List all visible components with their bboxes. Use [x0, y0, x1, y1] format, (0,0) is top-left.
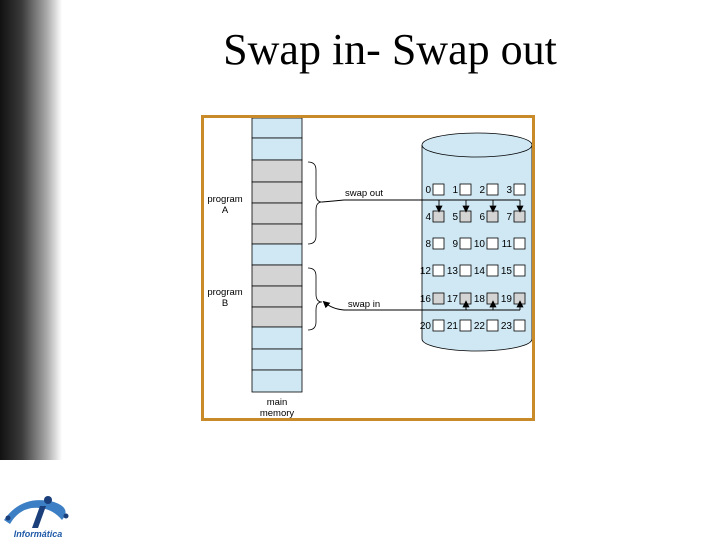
swap-out-line [321, 199, 520, 203]
disk-block [459, 292, 472, 305]
disk-block-number: 12 [420, 266, 432, 277]
program-a-label-line2: A [222, 205, 229, 216]
disk-block-number: 8 [425, 239, 431, 250]
disk-block-number: 21 [447, 321, 459, 332]
disk-block-number: 3 [506, 185, 512, 196]
disk-block [459, 319, 472, 332]
disk-block [459, 210, 472, 223]
swap-out-label: swap out [345, 188, 383, 199]
swap-diagram: program A program B main memory swap out… [207, 118, 532, 418]
disk-block-number: 22 [474, 321, 486, 332]
disk-block [513, 183, 526, 196]
disk-block-number: 7 [506, 212, 512, 223]
disk-block-number: 17 [447, 294, 459, 305]
disk-block [486, 210, 499, 223]
disk-block [486, 319, 499, 332]
logo-dot-right [63, 513, 69, 519]
disk-top [421, 132, 532, 158]
disk-block [432, 319, 445, 332]
logo-swoosh [4, 500, 66, 524]
swap-in-line [322, 300, 520, 311]
swap-in-label: swap in [348, 299, 380, 310]
disk-block-number: 16 [420, 294, 432, 305]
disk-block-number: 18 [474, 294, 486, 305]
disk-block [486, 292, 499, 305]
logo-i-dot [44, 496, 52, 504]
disk-block [486, 237, 499, 250]
main-memory-label-line2: memory [260, 408, 295, 418]
disk-block [432, 237, 445, 250]
logo-i-stroke [32, 506, 46, 528]
disk-block-number: 4 [425, 212, 431, 223]
disk-block-number: 14 [474, 266, 486, 277]
memory-block [251, 326, 303, 350]
disk-block [432, 264, 445, 277]
disk-block-number: 11 [502, 239, 513, 250]
memory-block [251, 348, 303, 371]
program-a-block [251, 202, 303, 225]
main-memory-label-line1: main [267, 397, 288, 408]
backing-store-disk [421, 132, 532, 352]
logo-dot-left [5, 515, 11, 521]
memory-block [251, 137, 303, 161]
disk-block [459, 183, 472, 196]
side-gradient-bar [0, 0, 62, 460]
disk-block [486, 264, 499, 277]
disk-block-number: 19 [501, 294, 513, 305]
disk-block-number: 20 [420, 321, 432, 332]
program-a-block [251, 223, 303, 245]
disk-block-number: 15 [501, 266, 513, 277]
disk-block-number: 5 [452, 212, 458, 223]
disk-block [432, 210, 445, 223]
disk-block-number: 6 [479, 212, 485, 223]
logo-text: Informática [14, 529, 63, 538]
disk-block-number: 13 [447, 266, 459, 277]
informatica-logo: Informática [4, 496, 69, 538]
memory-block [251, 243, 303, 266]
disk-block-number: 9 [452, 239, 458, 250]
program-a-block [251, 159, 303, 183]
disk-block [513, 210, 526, 223]
slide-title: Swap in- Swap out [223, 25, 557, 74]
main-memory-column [251, 118, 303, 393]
program-b-block [251, 306, 303, 328]
disk-block [513, 237, 526, 250]
disk-block [513, 292, 526, 305]
swap-diagram-frame: program A program B main memory swap out… [201, 115, 535, 421]
disk-block [513, 264, 526, 277]
disk-block [486, 183, 499, 196]
program-b-label-line2: B [222, 298, 228, 309]
program-a-block [251, 181, 303, 204]
program-b-block [251, 285, 303, 308]
memory-block [251, 369, 303, 393]
disk-block-number: 2 [479, 185, 485, 196]
program-a-brace [307, 161, 323, 245]
disk-block [432, 183, 445, 196]
program-b-block [251, 264, 303, 287]
disk-block-number: 0 [425, 185, 431, 196]
disk-block [459, 264, 472, 277]
disk-block [432, 292, 445, 305]
disk-block-number: 10 [474, 239, 486, 250]
program-b-brace [307, 267, 323, 331]
program-b-label-line1: program [207, 287, 242, 298]
disk-block-number: 23 [501, 321, 513, 332]
disk-body [421, 145, 532, 352]
disk-block-number: 1 [452, 185, 458, 196]
memory-block [251, 118, 303, 139]
disk-block [513, 319, 526, 332]
program-a-label-line1: program [207, 194, 242, 205]
disk-block [459, 237, 472, 250]
